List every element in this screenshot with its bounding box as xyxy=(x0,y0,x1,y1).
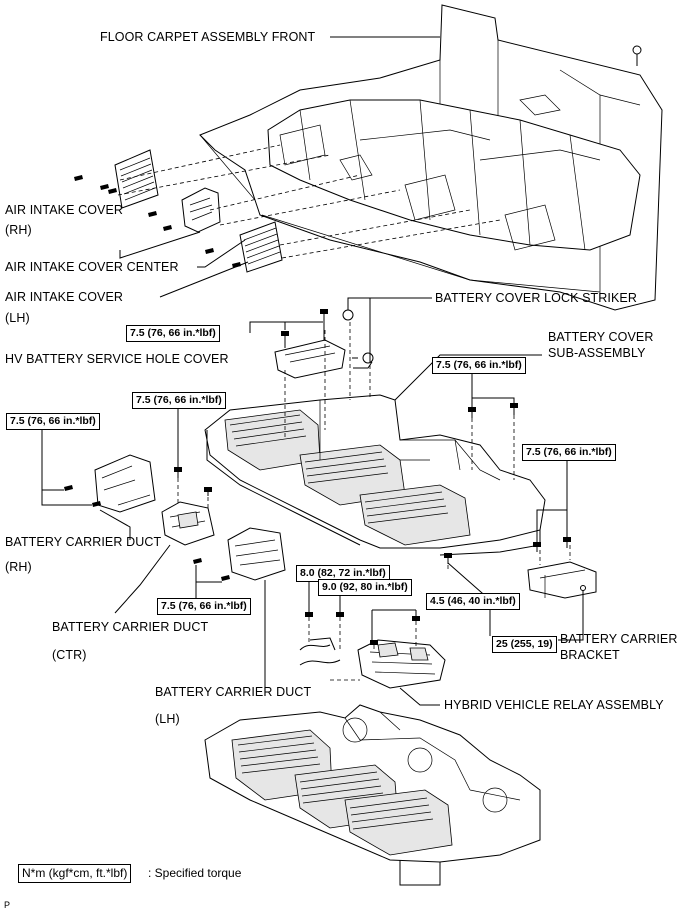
air-intake-cover-rh-label: AIR INTAKE COVER xyxy=(5,203,124,217)
battery-carrier-duct-rh-drawing xyxy=(64,454,156,513)
hybrid-relay-label: HYBRID VEHICLE RELAY ASSEMBLY xyxy=(444,698,664,712)
torque-relay-right: 4.5 (46, 40 in.*lbf) xyxy=(426,593,520,610)
torque-battery-cover-right: 7.5 (76, 66 in.*lbf) xyxy=(432,357,526,374)
battery-carrier-duct-ctr-drawing xyxy=(161,501,215,546)
air-intake-cover-lh-label: AIR INTAKE COVER xyxy=(5,290,124,304)
torque-relay-left: 8.0 (82, 72 in.*lbf) xyxy=(296,565,390,582)
page-mark: P xyxy=(4,900,11,910)
air-intake-cover-lh-drawing xyxy=(205,221,283,273)
air-intake-cover-lh-side: (LH) xyxy=(5,311,30,325)
torque-duct-lh: 7.5 (76, 66 in.*lbf) xyxy=(157,598,251,615)
battery-carrier-duct-lh-drawing xyxy=(193,527,286,581)
torque-bracket: 7.5 (76, 66 in.*lbf) xyxy=(522,444,616,461)
floor-carpet-drawing xyxy=(199,4,663,311)
air-intake-cover-rh-side: (RH) xyxy=(5,223,32,237)
battery-carrier-duct-ctr-side: (CTR) xyxy=(52,648,87,662)
torque-relay-mid: 9.0 (92, 80 in.*lbf) xyxy=(318,579,412,596)
battery-carrier-bracket-drawing xyxy=(527,561,597,599)
battery-carrier-duct-lh-label: BATTERY CARRIER DUCT xyxy=(155,685,312,699)
torque-service-hole-cover: 7.5 (76, 66 in.*lbf) xyxy=(126,325,220,342)
torque-duct-ctr-top: 7.5 (76, 66 in.*lbf) xyxy=(132,392,226,409)
battery-carrier-bracket-label-line2: BRACKET xyxy=(560,648,620,662)
legend-torque-text: : Specified torque xyxy=(148,866,242,880)
battery-carrier-duct-lh-side: (LH) xyxy=(155,712,180,726)
hv-service-hole-cover-label: HV BATTERY SERVICE HOLE COVER xyxy=(5,352,229,366)
floor-carpet-label: FLOOR CARPET ASSEMBLY FRONT xyxy=(100,30,316,44)
air-intake-cover-center-drawing xyxy=(148,187,221,233)
air-intake-cover-rh-drawing xyxy=(74,149,159,209)
air-intake-cover-center-label: AIR INTAKE COVER CENTER xyxy=(5,260,179,274)
battery-cover-drawing xyxy=(204,394,546,556)
battery-cover-lock-striker-label: BATTERY COVER LOCK STRIKER xyxy=(435,291,637,305)
battery-carrier-bracket-label-line1: BATTERY CARRIER xyxy=(560,632,678,646)
hv-battery-assembly-drawing xyxy=(204,704,541,886)
hybrid-relay-drawing xyxy=(299,612,446,689)
battery-carrier-duct-rh-label: BATTERY CARRIER DUCT xyxy=(5,535,162,549)
torque-duct-rh: 7.5 (76, 66 in.*lbf) xyxy=(6,413,100,430)
legend-torque-box: N*m (kgf*cm, ft.*lbf) xyxy=(18,864,132,883)
battery-carrier-duct-rh-side: (RH) xyxy=(5,560,32,574)
battery-carrier-duct-ctr-label: BATTERY CARRIER DUCT xyxy=(52,620,209,634)
battery-cover-label-line1: BATTERY COVER xyxy=(548,330,654,344)
battery-cover-label-line2: SUB-ASSEMBLY xyxy=(548,346,646,360)
torque-bracket-bolt: 25 (255, 19) xyxy=(492,636,557,653)
